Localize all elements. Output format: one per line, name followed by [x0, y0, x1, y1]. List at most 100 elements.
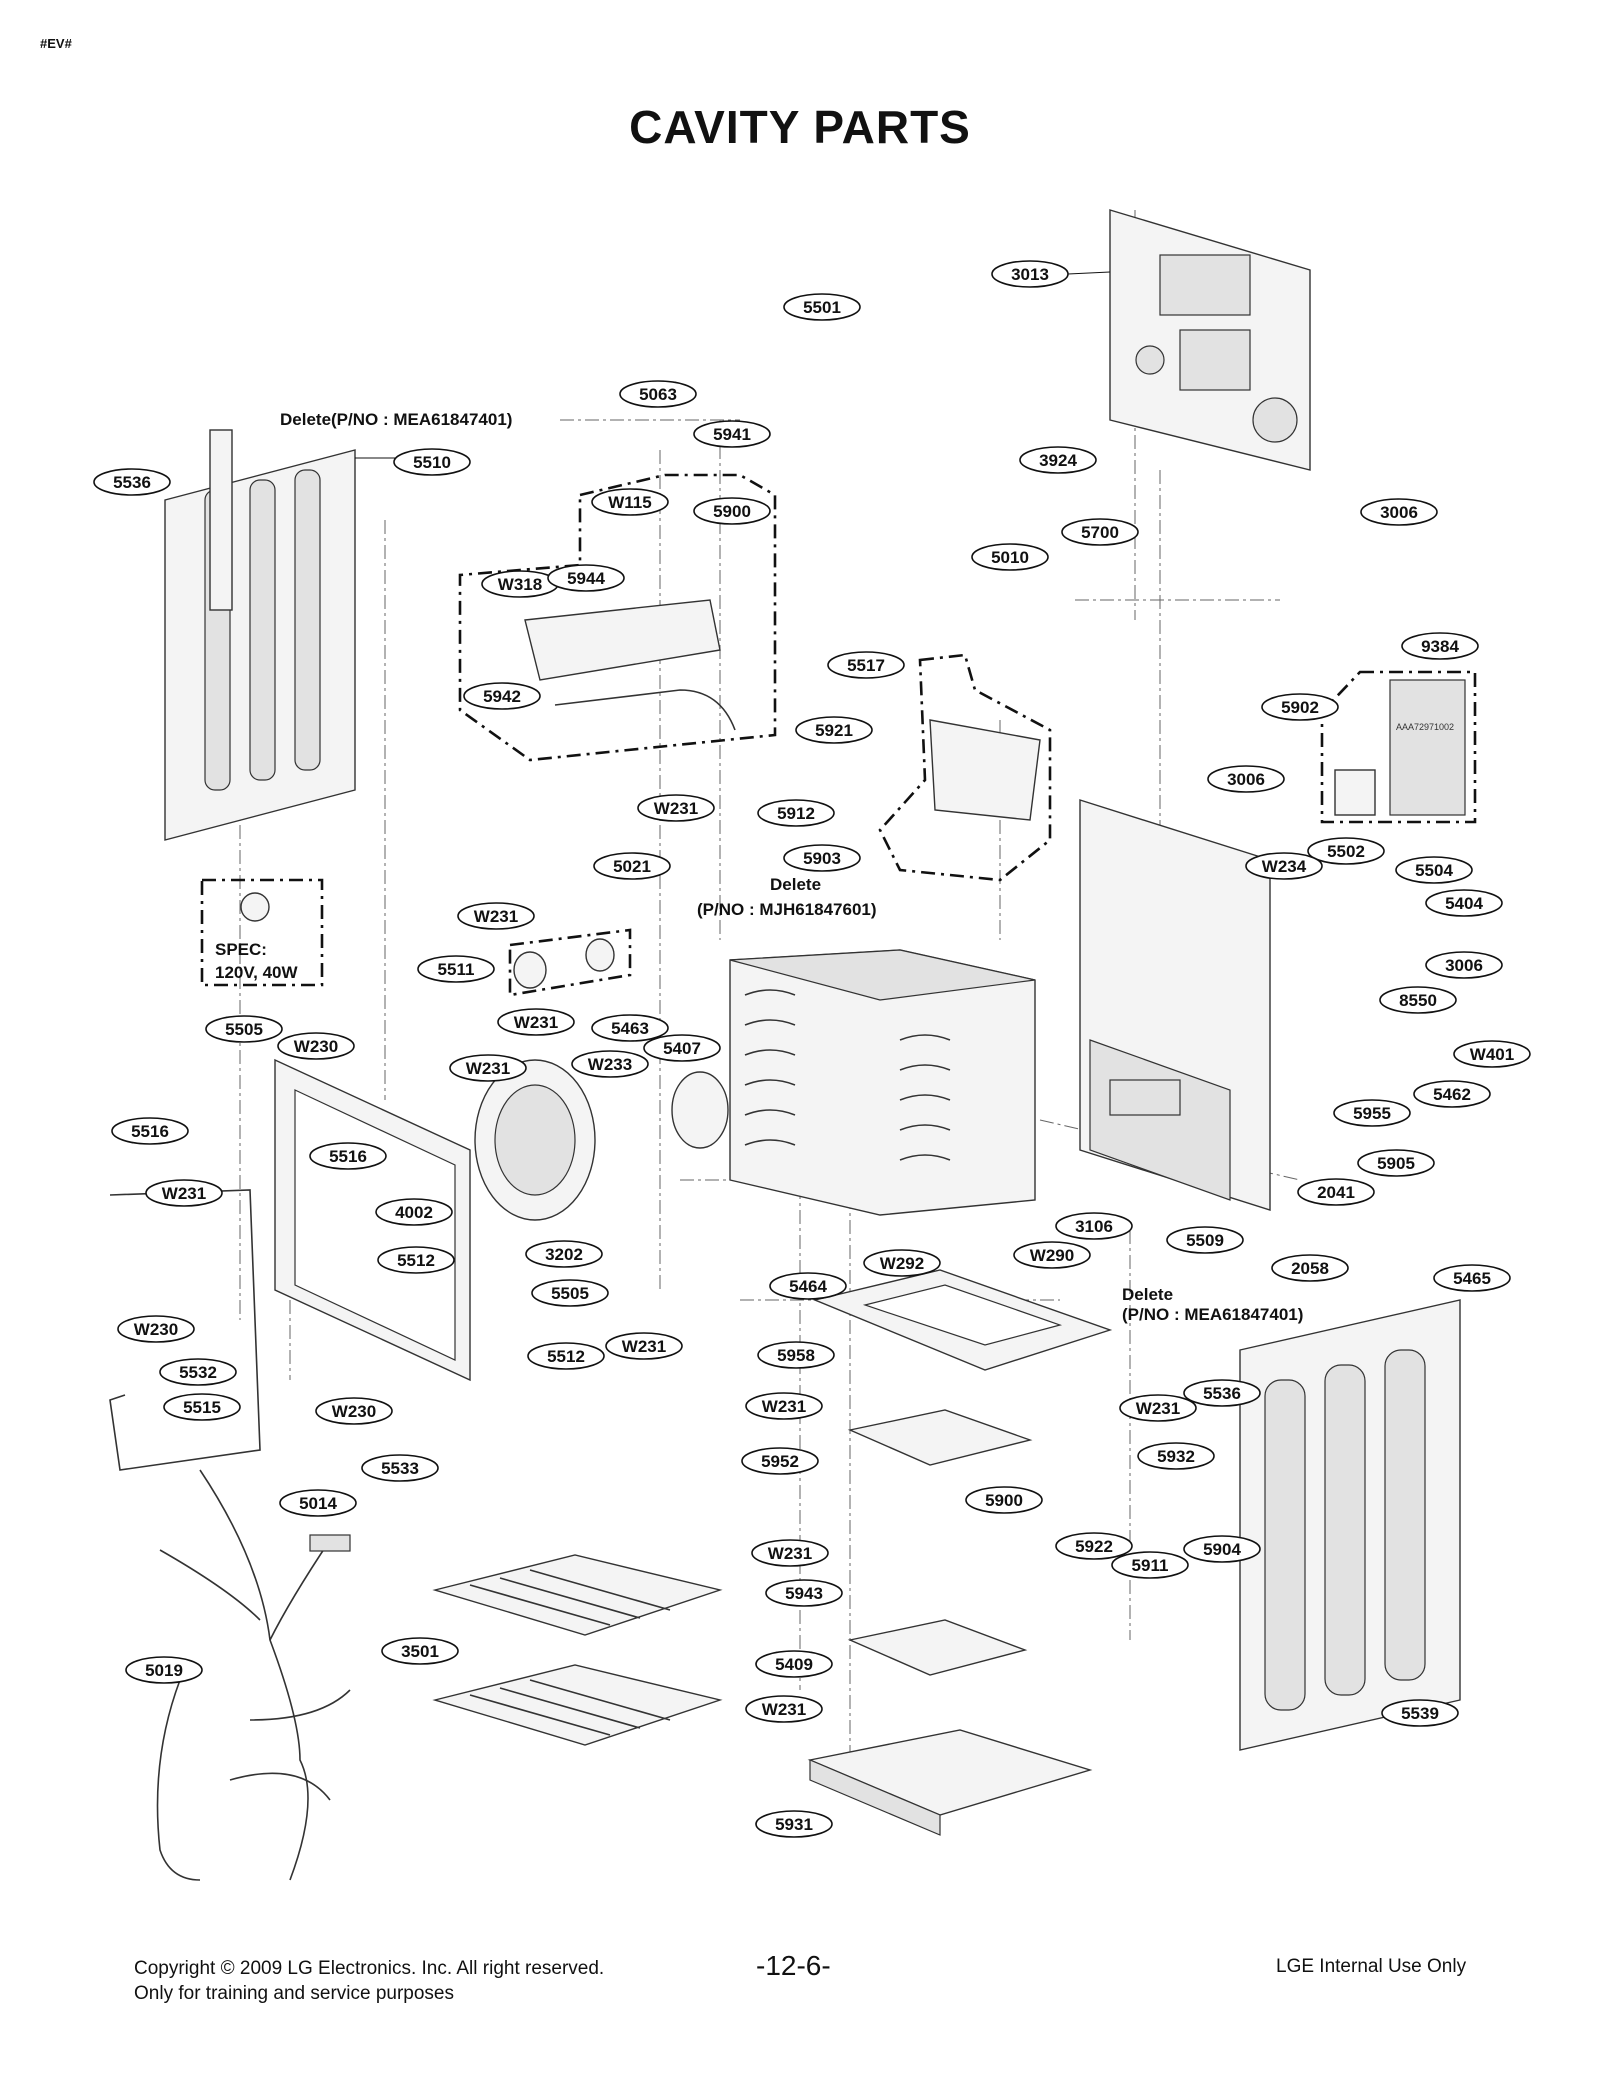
svg-text:3006: 3006	[1380, 503, 1418, 522]
svg-text:5063: 5063	[639, 385, 677, 404]
callout-8550: 8550	[1379, 986, 1457, 1014]
callout-W231h: W231	[1119, 1394, 1197, 1422]
svg-text:5941: 5941	[713, 425, 751, 444]
svg-text:5010: 5010	[991, 548, 1029, 567]
svg-text:W401: W401	[1470, 1045, 1514, 1064]
callout-5900: 5900	[693, 497, 771, 525]
callout-5502: 5502	[1307, 837, 1385, 865]
callout-5409: 5409	[755, 1650, 833, 1678]
rear-panel-3013	[1067, 209, 1311, 471]
internal-use-note: LGE Internal Use Only	[1276, 1956, 1467, 1977]
callout-5465: 5465	[1433, 1264, 1511, 1292]
callout-5505b: 5505	[531, 1279, 609, 1307]
svg-text:5505: 5505	[225, 1020, 263, 1039]
callout-5943: 5943	[765, 1579, 843, 1607]
callout-5512: 5512	[377, 1246, 455, 1274]
svg-text:W231: W231	[622, 1337, 666, 1356]
oven-racks-3501	[432, 1554, 723, 1746]
callout-5536: 5536	[93, 468, 171, 496]
svg-text:5463: 5463	[611, 1019, 649, 1038]
svg-text:W231: W231	[762, 1397, 806, 1416]
callout-W233: W233	[571, 1050, 649, 1078]
callout-5955: 5955	[1333, 1099, 1411, 1127]
svg-text:3501: 3501	[401, 1642, 439, 1661]
left-side-panel-5510	[164, 429, 395, 841]
svg-text:5021: 5021	[613, 857, 651, 876]
callout-3006c: 3006	[1425, 951, 1503, 979]
callout-3013: 3013	[991, 260, 1069, 288]
svg-text:W231: W231	[768, 1544, 812, 1563]
svg-text:5019: 5019	[145, 1661, 183, 1680]
callout-W231f: W231	[605, 1332, 683, 1360]
callout-5941: 5941	[693, 420, 771, 448]
callout-5903: 5903	[783, 844, 861, 872]
callout-5536b: 5536	[1183, 1379, 1261, 1407]
svg-text:3924: 3924	[1039, 451, 1077, 470]
callout-W231: W231	[637, 794, 715, 822]
callout-3924: 3924	[1019, 446, 1097, 474]
callout-W231e: W231	[145, 1179, 223, 1207]
svg-text:5404: 5404	[1445, 894, 1483, 913]
delete-note-right-line2: (P/NO : MEA61847401)	[1122, 1305, 1303, 1324]
svg-text:5465: 5465	[1453, 1269, 1491, 1288]
svg-text:5900: 5900	[713, 502, 751, 521]
svg-text:5912: 5912	[777, 804, 815, 823]
page-title: CAVITY PARTS	[629, 101, 971, 153]
delete-note-mid-line1: Delete	[770, 875, 821, 894]
callout-W318: W318	[481, 570, 559, 598]
callout-5505: 5505	[205, 1015, 283, 1043]
svg-text:3006: 3006	[1227, 770, 1265, 789]
svg-text:5517: 5517	[847, 656, 885, 675]
svg-text:2058: 2058	[1291, 1259, 1329, 1278]
svg-text:5532: 5532	[179, 1363, 217, 1382]
callout-3106: 3106	[1055, 1212, 1133, 1240]
footer-copyright: Copyright © 2009 LG Electronics. Inc. Al…	[134, 1956, 604, 2006]
callout-W231b: W231	[457, 902, 535, 930]
svg-text:W231: W231	[762, 1700, 806, 1719]
svg-text:3202: 3202	[545, 1245, 583, 1264]
svg-text:5952: 5952	[761, 1452, 799, 1471]
oven-light-group-5511	[508, 928, 632, 997]
callout-5515: 5515	[163, 1393, 241, 1421]
callout-2058: 2058	[1271, 1254, 1349, 1282]
callout-5958: 5958	[757, 1341, 835, 1369]
callout-5504: 5504	[1395, 856, 1473, 884]
kit-bag-tag: AAA72971002	[1396, 722, 1454, 732]
callout-3006b: 3006	[1207, 765, 1285, 793]
svg-text:5700: 5700	[1081, 523, 1119, 542]
svg-text:5464: 5464	[789, 1277, 827, 1296]
svg-text:5516: 5516	[329, 1147, 367, 1166]
svg-text:5932: 5932	[1157, 1447, 1195, 1466]
svg-text:W234: W234	[1262, 857, 1307, 876]
svg-text:8550: 8550	[1399, 991, 1437, 1010]
callout-9384: 9384	[1401, 632, 1479, 660]
callout-5014: 5014	[279, 1489, 357, 1517]
callout-W290: W290	[1013, 1241, 1091, 1269]
callout-5942: 5942	[463, 682, 541, 710]
svg-text:W318: W318	[498, 575, 542, 594]
svg-text:5902: 5902	[1281, 698, 1319, 717]
front-frame	[109, 1058, 471, 1471]
svg-text:W230: W230	[332, 1402, 376, 1421]
hardware-kit-9384	[1320, 670, 1477, 824]
svg-text:5511: 5511	[438, 960, 475, 979]
callout-3501: 3501	[381, 1637, 459, 1665]
callout-5539: 5539	[1381, 1699, 1459, 1727]
svg-text:W115: W115	[608, 493, 651, 512]
callout-4002: 4002	[375, 1198, 453, 1226]
callout-5952: 5952	[741, 1447, 819, 1475]
callout-W231i: W231	[751, 1539, 829, 1567]
svg-text:5536: 5536	[1203, 1384, 1241, 1403]
callout-labels: 3013 5501 5063 5941 5536 5510 3924 W115 …	[93, 260, 1531, 1838]
callout-5021: 5021	[593, 852, 671, 880]
svg-text:5505: 5505	[551, 1284, 589, 1303]
callout-W292: W292	[863, 1249, 941, 1277]
callout-5516: 5516	[111, 1117, 189, 1145]
callout-5063: 5063	[619, 380, 697, 408]
svg-text:5512: 5512	[397, 1251, 435, 1270]
purpose-text: Only for training and service purposes	[134, 1983, 454, 2004]
svg-text:3013: 3013	[1011, 265, 1049, 284]
svg-text:W230: W230	[134, 1320, 178, 1339]
svg-text:5921: 5921	[815, 721, 853, 740]
svg-text:W233: W233	[588, 1055, 632, 1074]
